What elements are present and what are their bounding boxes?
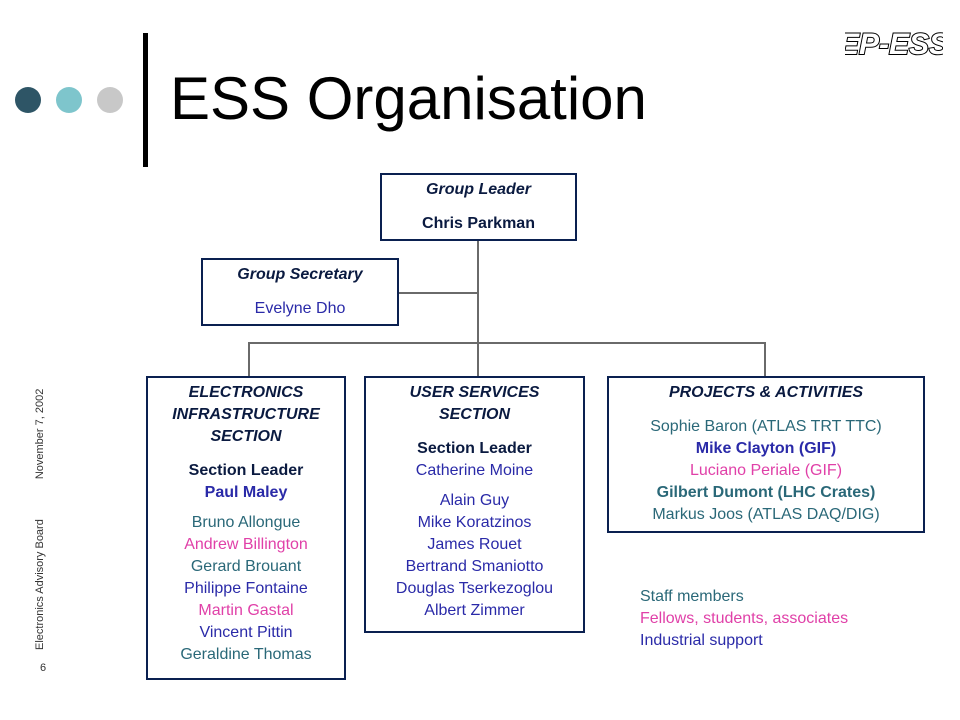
project-detail: (GIF): [800, 462, 843, 479]
svg-text:EP-ESS: EP-ESS: [845, 28, 943, 61]
project-item: Mike Clayton (GIF): [609, 438, 923, 460]
decor-dot-2: [56, 87, 82, 113]
decor-dot-3: [97, 87, 123, 113]
color-legend: Staff members Fellows, students, associa…: [640, 586, 848, 652]
group-secretary-box: Group Secretary Evelyne Dho: [201, 258, 399, 326]
group-leader-box: Group Leader Chris Parkman: [380, 173, 577, 241]
projects-heading: PROJECTS & ACTIVITIES: [668, 384, 864, 401]
decor-dot-1: [15, 87, 41, 113]
member-name: Bertrand Smaniotto: [405, 558, 544, 575]
member-name: Albert Zimmer: [424, 602, 525, 619]
connector-electronics: [248, 342, 250, 376]
legend-staff: Staff members: [640, 588, 744, 605]
project-detail: (ATLAS TRT TTC): [747, 418, 882, 435]
member-name: Andrew Billington: [184, 536, 308, 553]
project-detail: (GIF): [794, 440, 837, 457]
connector-user-services: [477, 342, 479, 376]
project-detail: (LHC Crates): [773, 484, 876, 501]
connector-leader-trunk: [477, 240, 479, 344]
connector-projects: [764, 342, 766, 376]
electronics-heading-line: SECTION: [210, 428, 282, 445]
group-secretary-name: Evelyne Dho: [254, 300, 346, 317]
legend-industrial: Industrial support: [640, 632, 763, 649]
electronics-heading-line: ELECTRONICS: [188, 384, 304, 401]
project-item: Markus Joos (ATLAS DAQ/DIG): [609, 504, 923, 526]
member-name: James Rouet: [427, 536, 522, 553]
project-detail: (ATLAS DAQ/DIG): [743, 506, 880, 523]
section-leader-label: Section Leader: [188, 462, 304, 479]
electronics-section-box: ELECTRONICS INFRASTRUCTURE SECTION Secti…: [146, 376, 346, 680]
title-divider: [143, 33, 148, 167]
section-leader-name: Paul Maley: [204, 484, 288, 501]
legend-fellows: Fellows, students, associates: [640, 610, 849, 627]
connector-secretary: [398, 292, 478, 294]
connector-sections-bar: [248, 342, 766, 344]
member-name: Douglas Tserkezoglou: [395, 580, 554, 597]
member-name: Martin Gastal: [198, 602, 294, 619]
electronics-heading-line: INFRASTRUCTURE: [172, 406, 320, 423]
presentation-date: November 7, 2002: [34, 388, 46, 480]
member-name: Geraldine Thomas: [180, 646, 312, 663]
sidebar-footer-text: Electronics Advisory Board November 7, 20…: [34, 250, 46, 650]
section-leader-label: Section Leader: [417, 440, 532, 457]
section-leader-name: Catherine Moine: [415, 462, 534, 479]
member-name: Philippe Fontaine: [184, 580, 308, 597]
project-person: Markus Joos: [652, 506, 744, 523]
project-item: Sophie Baron (ATLAS TRT TTC): [609, 416, 923, 438]
user-services-heading-line: SECTION: [438, 406, 511, 423]
user-services-section-box: USER SERVICES SECTION Section Leader Cat…: [364, 376, 585, 633]
member-name: Vincent Pittin: [199, 624, 293, 641]
user-services-heading-line: USER SERVICES: [409, 384, 540, 401]
project-person: Mike Clayton: [695, 440, 795, 457]
project-item: Gilbert Dumont (LHC Crates): [609, 482, 923, 504]
project-person: Sophie Baron: [650, 418, 748, 435]
project-person: Gilbert Dumont: [656, 484, 774, 501]
member-name: Bruno Allongue: [191, 514, 301, 531]
group-leader-heading: Group Leader: [426, 181, 531, 198]
projects-activities-box: PROJECTS & ACTIVITIES Sophie Baron (ATLA…: [607, 376, 925, 533]
board-name: Electronics Advisory Board: [34, 519, 46, 650]
page-title: ESS Organisation: [170, 65, 647, 132]
page-number: 6: [40, 662, 47, 674]
project-person: Luciano Periale: [689, 462, 801, 479]
member-name: Alain Guy: [439, 492, 510, 509]
group-secretary-heading: Group Secretary: [237, 266, 363, 283]
member-name: Gerard Brouant: [190, 558, 302, 575]
ep-ess-logo: EP-ESS: [845, 27, 943, 62]
group-leader-name: Chris Parkman: [422, 215, 535, 232]
project-item: Luciano Periale (GIF): [609, 460, 923, 482]
member-name: Mike Koratzinos: [417, 514, 532, 531]
